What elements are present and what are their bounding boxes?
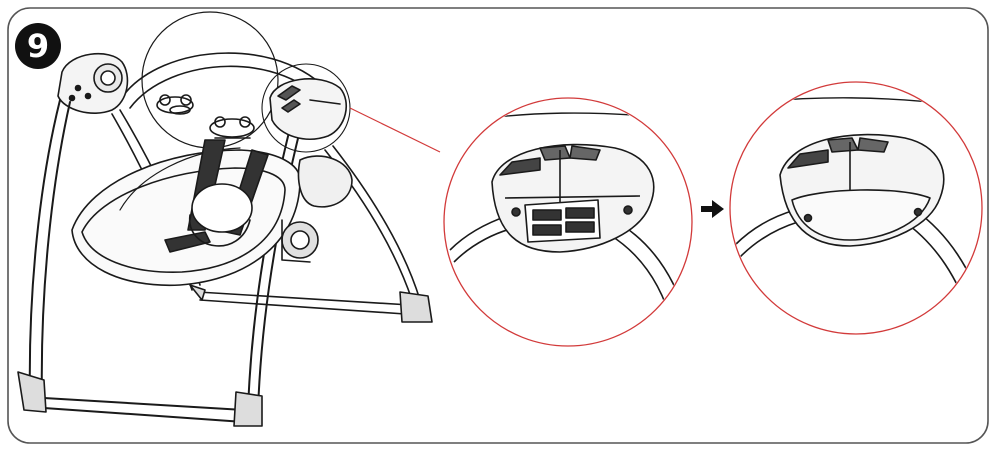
swing-seat	[71, 139, 301, 287]
hanging-toy-left	[156, 94, 194, 115]
right-arrow-icon	[701, 200, 724, 218]
hanging-toy-right	[209, 116, 255, 139]
motor-pod	[281, 155, 353, 263]
step-number: 9	[27, 27, 49, 65]
callout-leader-line	[349, 107, 441, 153]
detail-battery-compartment-open	[443, 97, 693, 347]
right-motor-hub	[261, 63, 351, 153]
left-motor-hub	[57, 53, 129, 114]
step-badge: 9	[15, 23, 61, 69]
panel-frame	[7, 7, 989, 444]
detail-battery-compartment-closed	[729, 81, 983, 335]
baby-swing-illustration	[17, 11, 433, 427]
